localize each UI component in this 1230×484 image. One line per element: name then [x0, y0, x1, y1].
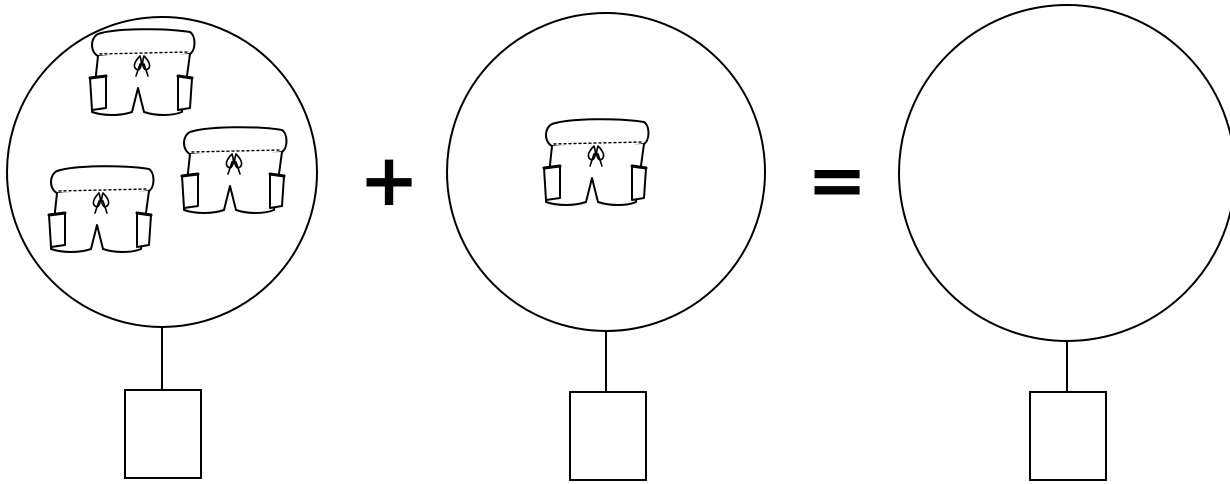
answer-box[interactable]: [570, 392, 646, 480]
shorts-icon: [544, 119, 649, 205]
shorts-icon: [49, 166, 154, 252]
shorts-icon: [182, 127, 287, 213]
answer-box[interactable]: [1030, 392, 1106, 480]
group-sum: [899, 5, 1230, 480]
answer-box[interactable]: [125, 390, 201, 478]
shorts-icon: [90, 29, 195, 115]
equals-operator: =: [807, 138, 867, 222]
group-first-addend: [7, 17, 317, 478]
group-circle: [899, 5, 1230, 341]
group-second-addend: [447, 13, 765, 480]
plus-operator: +: [359, 138, 419, 222]
